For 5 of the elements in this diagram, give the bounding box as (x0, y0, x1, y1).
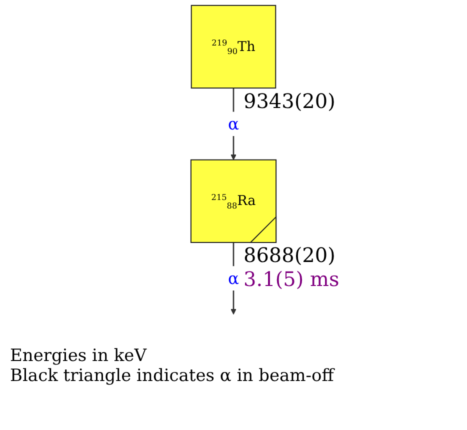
energy-value: 8688(20) (243, 244, 336, 266)
note-text: Black triangle indicates α in beam-off (10, 366, 336, 387)
energy-value: 9343(20) (243, 90, 336, 112)
half-life-value: 3.1(5) ms (243, 268, 340, 290)
note-text: Energies in keV (10, 346, 148, 366)
